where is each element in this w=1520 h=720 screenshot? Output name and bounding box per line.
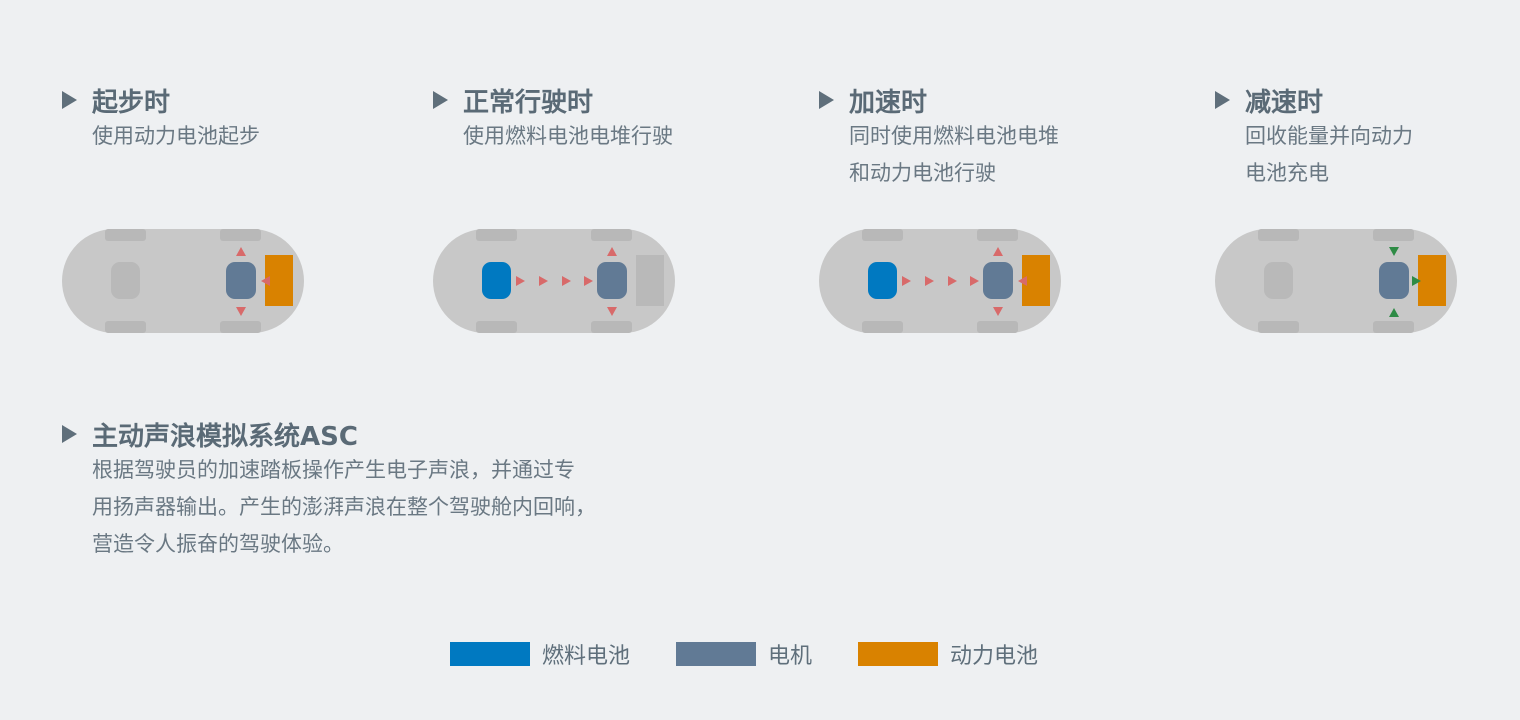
legend-swatch: [858, 642, 939, 666]
arrow-right-green-icon: [1412, 276, 1421, 286]
wheel: [105, 229, 146, 241]
wheel: [977, 321, 1018, 333]
legend-item-power-battery: 动力电池: [858, 638, 1038, 670]
arrow-up-icon: [236, 247, 246, 256]
legend: 燃料电池 电机 动力电池: [450, 638, 1084, 670]
motor: [1379, 262, 1409, 299]
wheel: [591, 229, 632, 241]
arrow-right-icon: [902, 276, 911, 286]
legend-swatch: [676, 642, 757, 666]
wheel: [591, 321, 632, 333]
asc-title: 主动声浪模拟系统ASC: [92, 421, 358, 452]
wheel: [220, 229, 261, 241]
fuel-cell: [482, 262, 511, 299]
arrow-right-icon: [539, 276, 548, 286]
motor: [983, 262, 1013, 299]
arrow-down-icon: [236, 307, 246, 316]
legend-item-motor: 电机: [676, 638, 812, 670]
motor: [226, 262, 256, 299]
arrow-down-icon: [993, 307, 1003, 316]
triangle-bullet-icon: [433, 91, 448, 109]
wheel: [1373, 229, 1414, 241]
legend-label: 动力电池: [950, 644, 1039, 669]
mode-decelerate: 减速时 回收能量并向动力 电池充电: [1215, 82, 1413, 192]
legend-item-fuel-cell: 燃料电池: [450, 638, 630, 670]
wheel: [476, 229, 517, 241]
mode-start: 起步时 使用动力电池起步: [62, 82, 260, 155]
mode-desc: 回收能量并向动力 电池充电: [1245, 124, 1413, 185]
wheel: [1373, 321, 1414, 333]
arrow-up-icon: [993, 247, 1003, 256]
wheel: [1258, 321, 1299, 333]
wheel: [862, 321, 903, 333]
wheel: [476, 321, 517, 333]
motor: [597, 262, 627, 299]
wheel: [105, 321, 146, 333]
mode-title: 减速时: [1245, 87, 1324, 118]
wheel: [977, 229, 1018, 241]
arrow-up-green-icon: [1389, 308, 1399, 317]
power-battery: [1418, 255, 1446, 306]
mode-title: 起步时: [92, 87, 171, 118]
arrow-right-icon: [948, 276, 957, 286]
asc-desc: 根据驾驶员的加速踏板操作产生电子声浪，并通过专 用扬声器输出。产生的澎湃声浪在整…: [92, 458, 596, 556]
arrow-down-icon: [607, 307, 617, 316]
fuel-cell-inactive: [1264, 262, 1293, 299]
arrow-right-icon: [970, 276, 979, 286]
arrow-right-icon: [516, 276, 525, 286]
mode-title: 加速时: [849, 87, 928, 118]
asc-section: 主动声浪模拟系统ASC 根据驾驶员的加速踏板操作产生电子声浪，并通过专 用扬声器…: [62, 416, 596, 563]
arrow-up-icon: [607, 247, 617, 256]
legend-label: 燃料电池: [542, 644, 631, 669]
triangle-bullet-icon: [819, 91, 834, 109]
car-diagram-normal: [433, 229, 675, 333]
arrow-right-icon: [562, 276, 571, 286]
triangle-bullet-icon: [62, 91, 77, 109]
mode-title: 正常行驶时: [463, 87, 594, 118]
wheel: [1258, 229, 1299, 241]
power-battery-inactive: [636, 255, 664, 306]
arrow-left-icon: [1018, 276, 1027, 286]
wheel: [220, 321, 261, 333]
mode-normal: 正常行驶时 使用燃料电池电堆行驶: [433, 82, 673, 155]
arrow-right-icon: [584, 276, 593, 286]
arrow-down-green-icon: [1389, 247, 1399, 256]
wheel: [862, 229, 903, 241]
mode-accelerate: 加速时 同时使用燃料电池电堆 和动力电池行驶: [819, 82, 1059, 192]
car-diagram-accelerate: [819, 229, 1061, 333]
mode-desc: 同时使用燃料电池电堆 和动力电池行驶: [849, 124, 1059, 185]
arrow-right-icon: [925, 276, 934, 286]
triangle-bullet-icon: [62, 425, 77, 443]
triangle-bullet-icon: [1215, 91, 1230, 109]
car-diagram-decelerate: [1215, 229, 1457, 333]
legend-swatch: [450, 642, 530, 666]
legend-label: 电机: [768, 644, 813, 669]
mode-desc: 使用动力电池起步: [92, 124, 260, 148]
mode-desc: 使用燃料电池电堆行驶: [463, 124, 673, 148]
fuel-cell: [868, 262, 897, 299]
fuel-cell-inactive: [111, 262, 140, 299]
car-diagram-start: [62, 229, 304, 333]
arrow-left-icon: [261, 276, 270, 286]
